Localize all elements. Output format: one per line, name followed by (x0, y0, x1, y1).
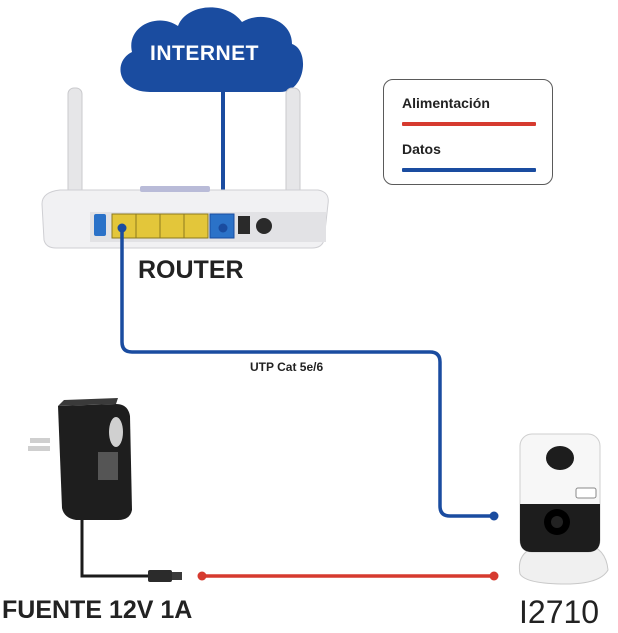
camera-label: I2710 (519, 594, 600, 630)
camera-brand-badge (575, 487, 597, 499)
legend-data-swatch (402, 168, 536, 172)
reset-button (256, 218, 272, 234)
usb-port (94, 214, 106, 236)
legend-power-swatch (402, 122, 536, 126)
camera (518, 433, 609, 585)
psu-power-endpoint (197, 571, 207, 581)
power-supply (28, 398, 182, 582)
camera-data-endpoint (489, 511, 499, 521)
router-label: ROUTER (138, 256, 244, 284)
internet-cloud (120, 7, 304, 92)
router-ports (94, 213, 272, 239)
legend: Alimentación Datos (383, 79, 553, 185)
legend-data-label: Datos (402, 141, 441, 157)
brand-badge (109, 417, 123, 447)
legend-power-label: Alimentación (402, 95, 490, 111)
power-jack (238, 216, 250, 234)
cable-label: UTP Cat 5e/6 (250, 360, 324, 374)
internet-label: INTERNET (150, 42, 259, 65)
camera-power-endpoint (489, 571, 499, 581)
router-data-endpoint (117, 223, 127, 233)
power-supply-label: FUENTE 12V 1A (2, 596, 193, 624)
data-cable-line (120, 228, 494, 518)
wan-data-endpoint (218, 223, 228, 233)
